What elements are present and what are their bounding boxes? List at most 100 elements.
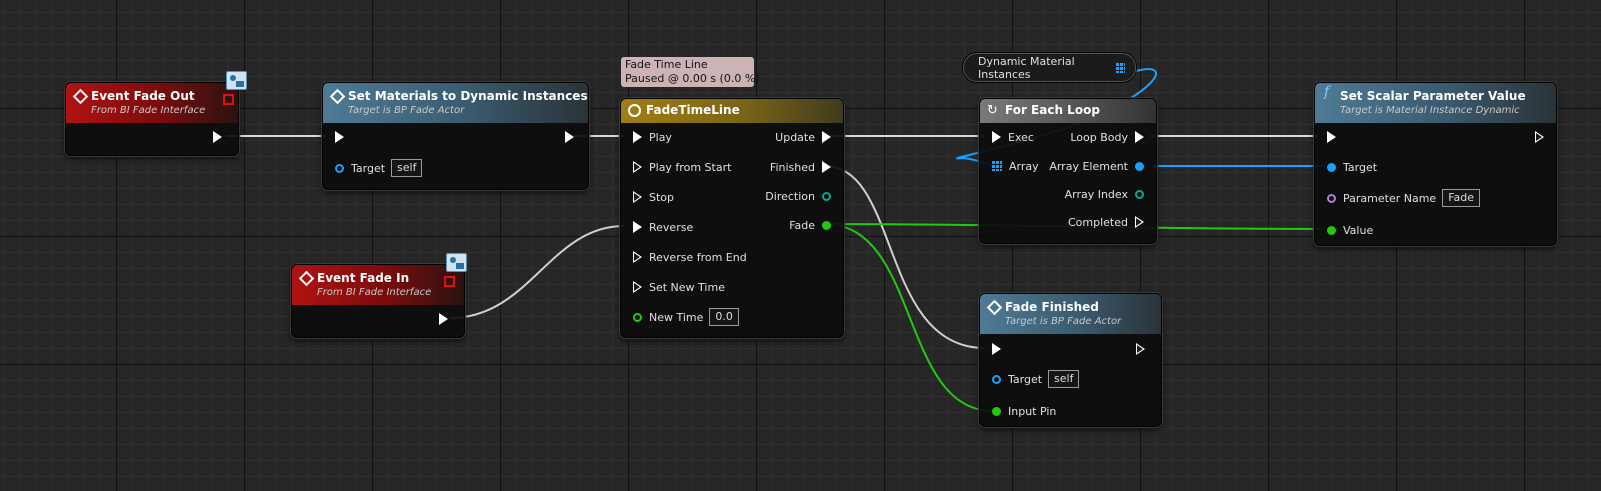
pin-label: Loop Body <box>1070 130 1128 144</box>
exec-arrow-icon <box>633 131 642 143</box>
exec-arrow-icon <box>565 131 574 143</box>
exec-out-pin[interactable] <box>213 129 222 145</box>
reverse-from-end-pin[interactable]: Reverse from End <box>633 249 747 265</box>
pin-label: Target <box>351 161 386 175</box>
node-header: Set Materials to Dynamic Instances Targe… <box>323 83 588 123</box>
exec-out-pin[interactable] <box>439 311 448 327</box>
node-subtitle: Target is BP Fade Actor <box>1005 316 1122 327</box>
float-pin-icon <box>822 220 831 230</box>
input-pin[interactable]: Input Pin <box>992 403 1056 419</box>
wire-exec-finished-to-fadefinished <box>824 165 986 349</box>
play-from-start-pin[interactable]: Play from Start <box>633 159 731 175</box>
pin-label: New Time <box>649 310 704 324</box>
variable-label: Dynamic Material Instances <box>978 54 1075 81</box>
pin-label: Target <box>1343 160 1378 174</box>
fade-timeline-node[interactable]: FadeTimeLine Play Play from Start Stop R… <box>620 98 844 338</box>
exec-arrow-icon <box>633 281 642 293</box>
exec-out-pin[interactable] <box>1535 129 1544 145</box>
array-grid-icon <box>992 161 1002 171</box>
target-field[interactable]: self <box>1048 370 1080 388</box>
array-index-pin[interactable]: Array Index <box>1058 186 1144 202</box>
set-new-time-pin[interactable]: Set New Time <box>633 279 725 295</box>
node-title: Fade Finished <box>1005 300 1099 314</box>
interface-icon <box>446 253 467 272</box>
target-pin[interactable]: Target self <box>335 159 423 177</box>
finished-pin[interactable]: Finished <box>763 159 831 175</box>
exec-arrow-icon <box>822 131 831 143</box>
exec-arrow-icon <box>633 161 642 173</box>
exec-in-pin[interactable] <box>335 129 344 145</box>
pin-label: Stop <box>649 190 675 204</box>
loop-icon: ↻ <box>987 103 998 118</box>
function-f-icon: f <box>1324 84 1330 100</box>
node-title: Set Materials to Dynamic Instances <box>348 89 588 103</box>
node-title: For Each Loop <box>1005 103 1100 117</box>
target-field[interactable]: self <box>391 159 423 177</box>
parameter-name-field[interactable]: Fade <box>1442 189 1480 207</box>
pin-label: Exec <box>1008 130 1034 144</box>
exec-arrow-icon <box>1135 216 1144 228</box>
node-header: Fade Finished Target is BP Fade Actor <box>980 294 1161 334</box>
fade-pin[interactable]: Fade <box>782 217 831 233</box>
loop-body-pin[interactable]: Loop Body <box>1063 129 1144 145</box>
exec-arrow-icon <box>1136 343 1145 355</box>
interface-icon <box>226 71 247 90</box>
node-header: ↻ For Each Loop <box>980 99 1156 123</box>
event-diamond-icon <box>298 270 315 287</box>
delegate-pin[interactable] <box>444 276 455 287</box>
event-fade-in-node[interactable]: Event Fade In From BI Fade Interface <box>291 253 467 338</box>
completed-pin[interactable]: Completed <box>1061 214 1144 230</box>
set-scalar-parameter-node[interactable]: f Set Scalar Parameter Value Target is M… <box>1314 82 1557 246</box>
exec-arrow-icon <box>1535 131 1544 143</box>
exec-in-pin[interactable] <box>1327 129 1336 145</box>
wire-float-fade-to-inputpin <box>824 223 994 412</box>
update-pin[interactable]: Update <box>768 129 831 145</box>
node-subtitle: From BI Fade Interface <box>91 105 206 116</box>
node-header: FadeTimeLine <box>621 99 843 123</box>
exec-arrow-icon <box>992 131 1001 143</box>
exec-in-pin[interactable]: Exec <box>992 129 1034 145</box>
target-pin[interactable]: Target <box>1327 159 1377 175</box>
for-each-loop-node[interactable]: ↻ For Each Loop Exec Array Loop Body Arr… <box>979 98 1157 244</box>
wire-exec-fadein-to-reverse <box>449 225 625 319</box>
exec-arrow-icon <box>335 131 344 143</box>
function-diamond-icon <box>329 88 346 105</box>
stop-pin[interactable]: Stop <box>633 189 674 205</box>
new-time-pin[interactable]: New Time 0.0 <box>633 308 739 326</box>
event-diamond-icon <box>72 88 89 105</box>
new-time-field[interactable]: 0.0 <box>709 308 739 326</box>
play-pin[interactable]: Play <box>633 129 672 145</box>
clock-icon <box>628 104 641 117</box>
dynamic-material-instances-variable[interactable]: Dynamic Material Instances <box>963 53 1136 82</box>
pin-label: Input Pin <box>1008 404 1057 418</box>
array-pin[interactable]: Array <box>992 158 1039 174</box>
function-diamond-icon <box>986 299 1003 316</box>
direction-pin[interactable]: Direction <box>758 188 831 204</box>
pin-label: Value <box>1343 223 1374 237</box>
pin-label: Set New Time <box>649 280 725 294</box>
float-pin-icon <box>992 406 1001 416</box>
pin-label: Direction <box>765 189 815 203</box>
exec-in-pin[interactable] <box>992 341 1001 357</box>
set-materials-node[interactable]: Set Materials to Dynamic Instances Targe… <box>322 82 589 190</box>
node-subtitle: Target is Material Instance Dynamic <box>1340 105 1520 116</box>
fade-finished-node[interactable]: Fade Finished Target is BP Fade Actor Ta… <box>979 293 1162 427</box>
exec-arrow-icon <box>633 221 642 233</box>
float-pin-icon <box>1327 225 1336 235</box>
exec-out-pin[interactable] <box>565 129 574 145</box>
object-pin-icon <box>992 374 1001 384</box>
reverse-pin[interactable]: Reverse <box>633 219 693 235</box>
pin-label: Array Element <box>1049 159 1128 173</box>
array-element-pin[interactable]: Array Element <box>1042 158 1144 174</box>
enum-pin-icon <box>822 191 831 201</box>
value-pin[interactable]: Value <box>1327 222 1373 238</box>
exec-arrow-icon <box>439 313 448 325</box>
delegate-pin[interactable] <box>223 94 234 105</box>
float-pin-icon <box>633 312 642 322</box>
exec-out-pin[interactable] <box>1136 341 1145 357</box>
event-fade-out-node[interactable]: Event Fade Out From BI Fade Interface <box>65 71 247 156</box>
exec-arrow-icon <box>822 161 831 173</box>
